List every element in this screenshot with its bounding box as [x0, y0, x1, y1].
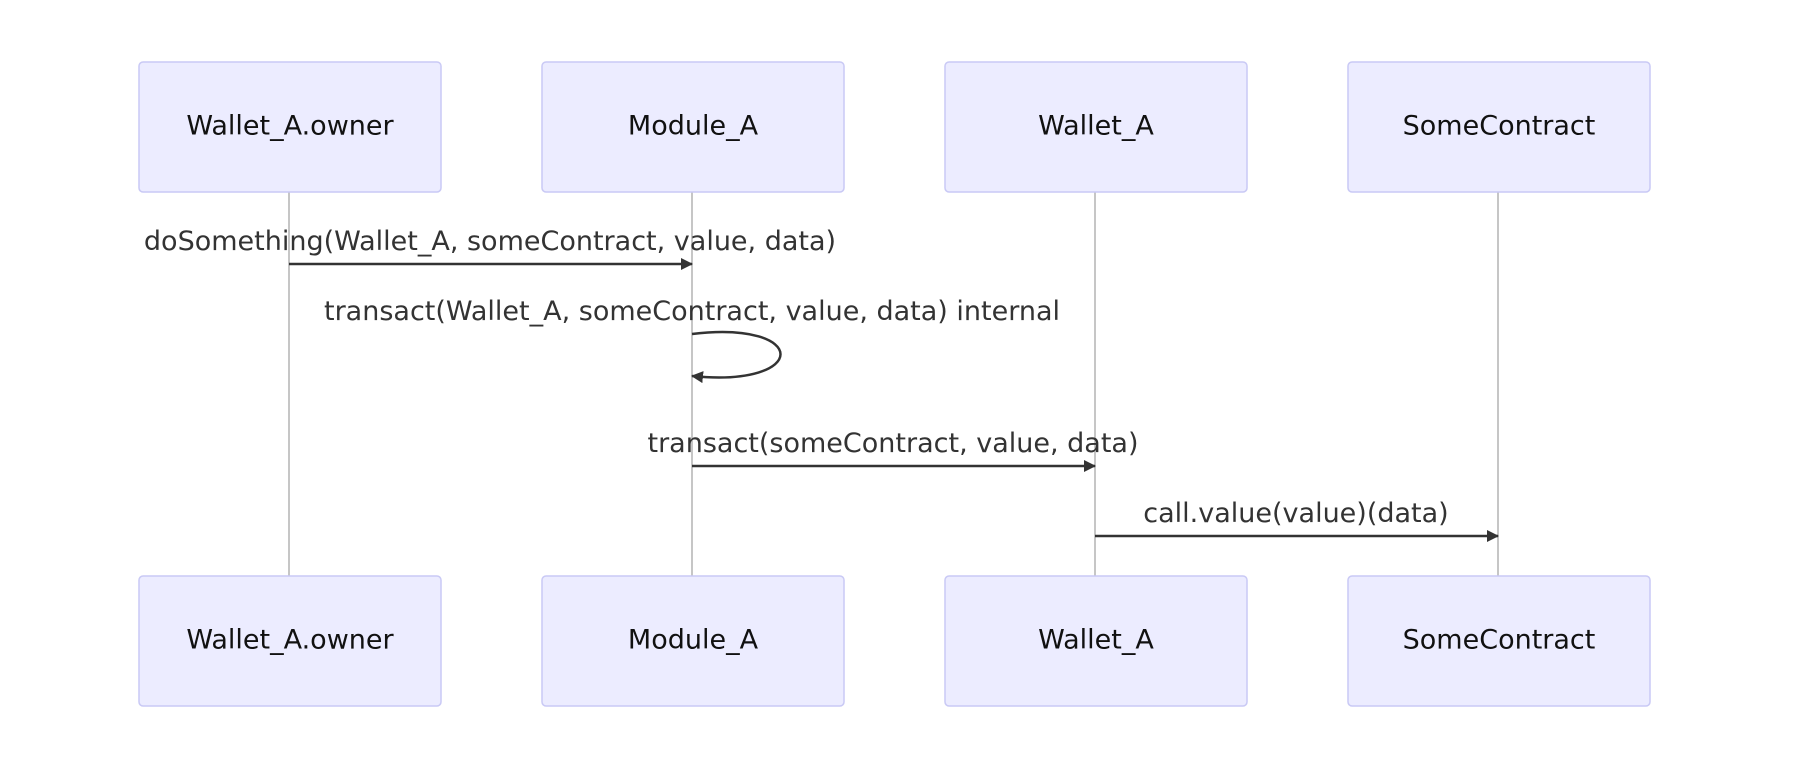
message-do-something: doSomething(Wallet_A, someContract, valu…	[144, 226, 836, 270]
participant-label: Wallet_A	[1038, 111, 1154, 142]
message-label: transact(someContract, value, data)	[648, 428, 1139, 459]
participant-label: Module_A	[628, 111, 759, 142]
participant-bottom-some-contract: SomeContract	[1347, 575, 1651, 707]
participant-bottom-module-a: Module_A	[541, 575, 845, 707]
message-transact-internal: transact(Wallet_A, someContract, value, …	[324, 296, 1060, 384]
message-call-value: call.value(value)(data)	[1095, 498, 1499, 542]
participant-top-wallet-a-owner: Wallet_A.owner	[138, 61, 442, 193]
message-label: doSomething(Wallet_A, someContract, valu…	[144, 226, 836, 257]
message-label: call.value(value)(data)	[1143, 498, 1448, 529]
participant-top-wallet-a: Wallet_A	[944, 61, 1248, 193]
participant-bottom-wallet-a: Wallet_A	[944, 575, 1248, 707]
self-call-arrow	[691, 330, 782, 384]
participant-label: Wallet_A	[1038, 625, 1154, 656]
message-transact: transact(someContract, value, data)	[648, 428, 1139, 472]
participant-label: SomeContract	[1403, 111, 1596, 142]
participant-label: SomeContract	[1403, 625, 1596, 656]
participant-label: Module_A	[628, 625, 759, 656]
participant-label: Wallet_A.owner	[186, 111, 394, 142]
participant-label: Wallet_A.owner	[186, 625, 394, 656]
participant-top-module-a: Module_A	[541, 61, 845, 193]
participant-top-some-contract: SomeContract	[1347, 61, 1651, 193]
participant-bottom-wallet-a-owner: Wallet_A.owner	[138, 575, 442, 707]
message-label: transact(Wallet_A, someContract, value, …	[324, 296, 1060, 327]
